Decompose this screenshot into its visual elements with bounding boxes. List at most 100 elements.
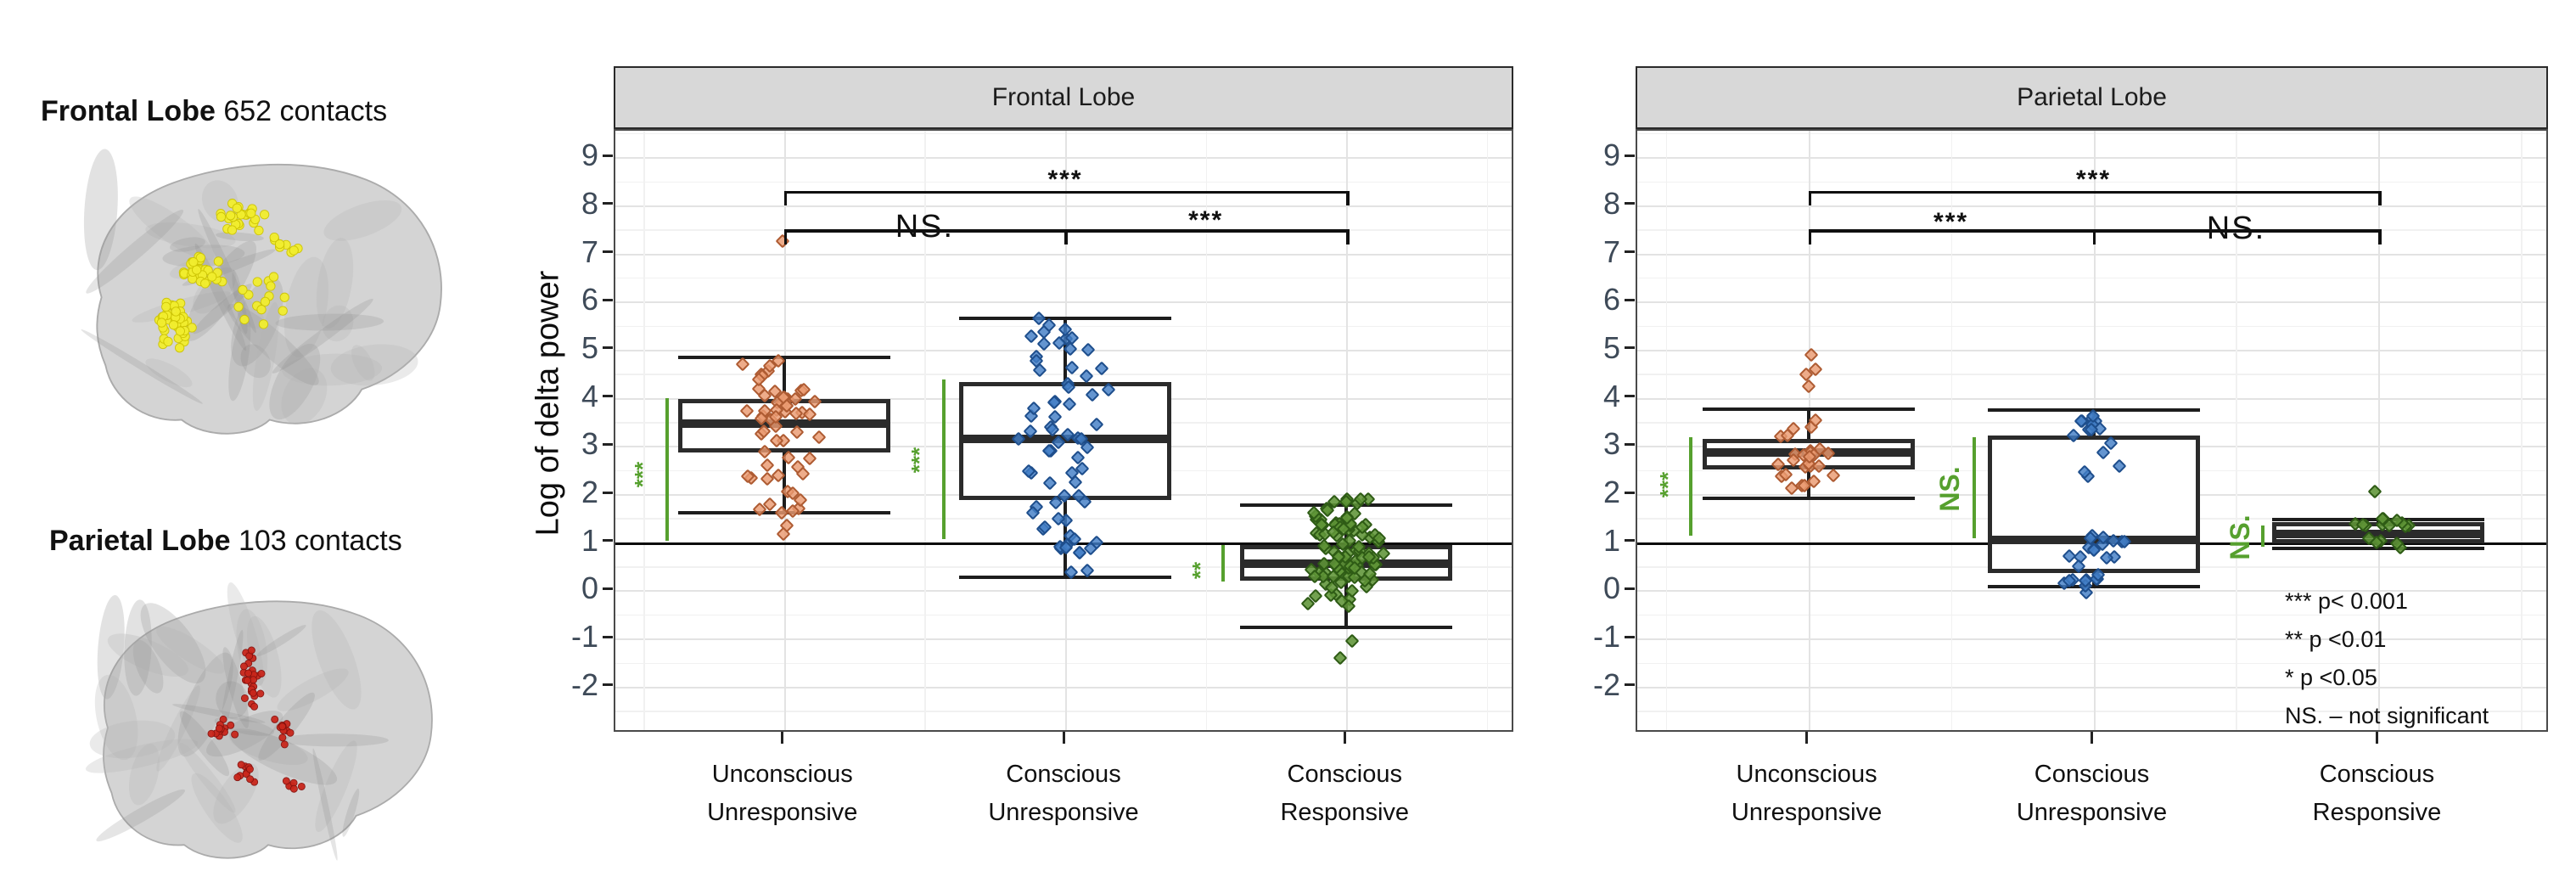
x-tick-mark	[1805, 732, 1809, 744]
gridline-horizontal-major	[615, 253, 1512, 256]
box-whisker-cap-bottom	[1987, 584, 2200, 588]
gridline-vertical-major	[1346, 131, 1349, 730]
significance-line	[1221, 544, 1226, 582]
significance-legend-line: * p <0.05	[2285, 665, 2377, 690]
parietal-brain-image	[85, 582, 433, 861]
x-tick-mark	[1343, 732, 1346, 744]
y-tick-mark	[1625, 587, 1635, 590]
gridline-horizontal-major	[1637, 205, 2546, 207]
gridline-horizontal-minor	[1637, 662, 2546, 665]
gridline-horizontal-minor	[1637, 277, 2546, 279]
gridline-horizontal-major	[1637, 686, 2546, 688]
y-tick-label: 5	[581, 329, 598, 365]
significance-bracket-label: NS.	[895, 209, 955, 245]
y-tick-mark	[1625, 298, 1635, 301]
x-category-label-line: Conscious	[1006, 761, 1121, 788]
y-tick-label: 3	[581, 426, 598, 462]
panel-body: ***********NS.***	[614, 129, 1513, 732]
x-category-label-line: Conscious	[2034, 761, 2150, 788]
x-category-label-line: Unresponsive	[2016, 799, 2168, 826]
x-tick-mark	[2091, 732, 2093, 744]
gridline-vertical-minor	[2236, 131, 2237, 730]
box-whisker-cap-top	[1702, 407, 1915, 412]
y-tick-label: -1	[1592, 619, 1620, 655]
y-tick-mark	[603, 491, 613, 494]
gridline-horizontal-minor	[1637, 325, 2546, 328]
gridline-horizontal-minor	[615, 181, 1512, 183]
y-tick-mark	[1625, 250, 1635, 254]
gridline-horizontal-major	[615, 686, 1512, 688]
y-tick-label: 2	[1602, 475, 1620, 510]
gridline-horizontal-major	[615, 590, 1512, 593]
significance-label: ***	[906, 447, 932, 474]
y-tick-label: -1	[570, 619, 598, 655]
y-tick-label: 0	[581, 570, 598, 606]
panel-body: ***NS.NS.******NS.	[1636, 129, 2548, 732]
x-category-label-line: Unresponsive	[707, 799, 858, 826]
x-category-label-line: Unconscious	[1736, 761, 1877, 788]
y-tick-mark	[1625, 635, 1635, 638]
significance-bracket-label: NS.	[2206, 210, 2266, 246]
y-tick-label: 4	[581, 378, 598, 413]
significance-bracket-bar	[783, 190, 1347, 194]
significance-label: ***	[1654, 471, 1681, 497]
contact-dots	[207, 646, 306, 793]
y-tick-label: -2	[570, 666, 598, 702]
y-tick-label: 9	[581, 138, 598, 173]
panel-strip-title: Parietal Lobe	[2017, 83, 2167, 111]
parietal-brain-title-count: 103 contacts	[230, 525, 402, 557]
y-tick-label: 2	[581, 475, 598, 510]
significance-bracket-bar	[1808, 190, 2379, 194]
significance-line	[1972, 437, 1976, 538]
y-tick-mark	[603, 298, 613, 301]
y-tick-mark	[603, 539, 613, 542]
gridline-horizontal-minor	[615, 614, 1512, 616]
significance-bracket-tick	[1346, 190, 1350, 205]
y-tick-label: 7	[1602, 233, 1620, 269]
y-tick-mark	[603, 395, 613, 398]
panel-strip: Parietal Lobe	[1636, 66, 2548, 129]
gridline-vertical-minor	[1950, 131, 1953, 730]
panel-strip: Frontal Lobe	[614, 66, 1513, 129]
frontal-brain-image	[81, 149, 442, 435]
significance-bracket-midtick	[1064, 229, 1068, 245]
y-tick-mark	[1625, 491, 1635, 494]
gridline-vertical-major	[2378, 131, 2381, 730]
x-category-label-line: Unresponsive	[988, 799, 1139, 826]
gridline-horizontal-minor	[1637, 132, 2546, 135]
gridline-horizontal-major	[615, 157, 1512, 160]
data-point	[1080, 342, 1096, 357]
y-tick-label: 9	[1602, 138, 1620, 173]
data-point	[1801, 379, 1816, 393]
y-tick-mark	[1625, 346, 1635, 350]
y-tick-mark	[603, 154, 613, 157]
y-tick-label: 4	[1602, 378, 1620, 413]
significance-bracket-tick	[783, 190, 788, 205]
x-tick-mark	[1062, 732, 1065, 744]
box-whisker-cap-bottom	[2272, 546, 2485, 550]
x-tick-mark	[781, 732, 784, 744]
significance-bracket-tick	[1346, 229, 1350, 245]
significance-bracket-label: ***	[1188, 206, 1224, 235]
y-tick-mark	[1625, 202, 1635, 205]
gridline-vertical-minor	[2521, 131, 2523, 730]
gridline-horizontal-major	[615, 301, 1512, 304]
y-tick-label: 8	[581, 185, 598, 221]
gridline-horizontal-major	[1637, 253, 2546, 256]
significance-label: NS.	[2225, 514, 2256, 560]
significance-line	[2261, 525, 2265, 547]
gridline-vertical-minor	[643, 131, 645, 730]
significance-bracket-label: ***	[2075, 166, 2112, 194]
significance-line	[942, 379, 946, 539]
gridline-horizontal-minor	[615, 662, 1512, 665]
y-tick-mark	[1625, 154, 1635, 157]
significance-label: **	[1187, 561, 1214, 579]
y-tick-mark	[603, 250, 613, 254]
x-tick-mark	[2375, 732, 2378, 744]
